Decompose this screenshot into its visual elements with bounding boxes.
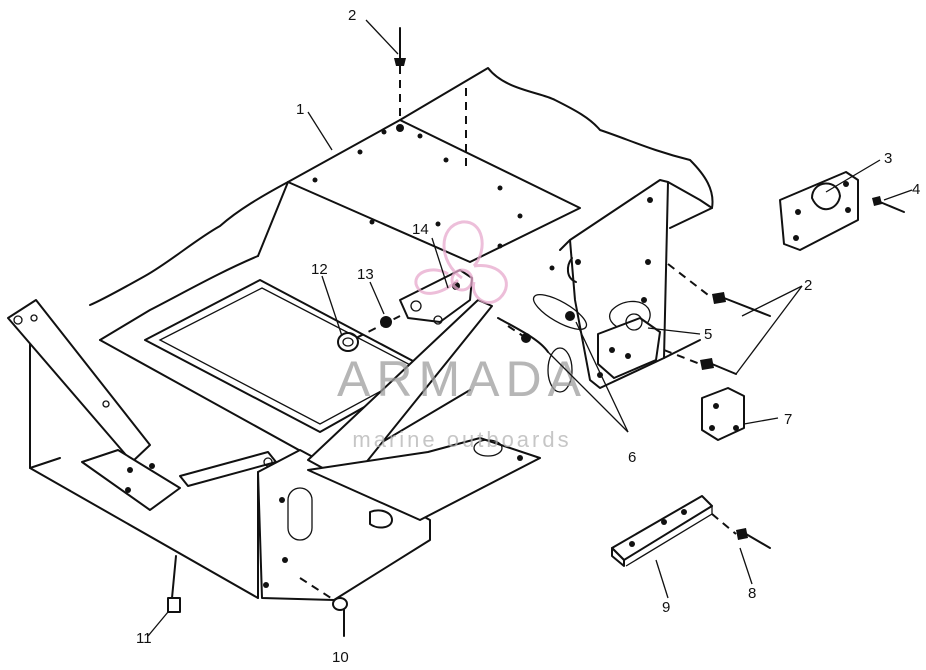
bolts-2-right: [663, 263, 771, 375]
block-7: [701, 387, 745, 441]
callout-10: 10: [332, 649, 349, 665]
watermark-title: ARMADA: [337, 351, 587, 407]
callout-6: 6: [628, 449, 636, 466]
callout-numbers: 2 1 3 4 2 5 6 7 8 9 10 11 12 13 14: [136, 7, 920, 666]
callout-13: 13: [357, 266, 374, 283]
bolt-4: [872, 196, 905, 213]
callout-14: 14: [412, 221, 429, 238]
main-frame: [7, 67, 714, 601]
fastener-10: [299, 577, 348, 637]
armada-watermark: ARMADA marine outboards: [337, 220, 587, 452]
propeller-logo-icon: [414, 220, 508, 305]
callout-9: 9: [662, 599, 670, 616]
callout-4: 4: [912, 181, 920, 198]
cover-plate-3: [779, 171, 859, 251]
callout-1: 1: [296, 101, 304, 118]
callout-2-top: 2: [348, 7, 356, 24]
callout-2-right: 2: [804, 277, 812, 294]
callout-3: 3: [884, 150, 892, 167]
leader-11: [147, 611, 169, 637]
watermark-subtitle: marine outboards: [352, 427, 571, 452]
fastener-11: [167, 555, 181, 613]
junction-box-5: [597, 313, 661, 379]
screw-8: [711, 513, 771, 549]
callout-5: 5: [704, 326, 712, 343]
bushing-12: [337, 332, 359, 352]
bolt-2-top: [394, 27, 406, 118]
cable-6: [497, 311, 575, 353]
callout-12: 12: [311, 261, 328, 278]
angle-bracket-9: [611, 495, 713, 567]
callout-8: 8: [748, 585, 756, 602]
assembly-line-12-14: [355, 315, 401, 339]
callout-11: 11: [136, 630, 152, 647]
callout-7: 7: [784, 411, 792, 428]
leader-lines: [307, 19, 913, 599]
